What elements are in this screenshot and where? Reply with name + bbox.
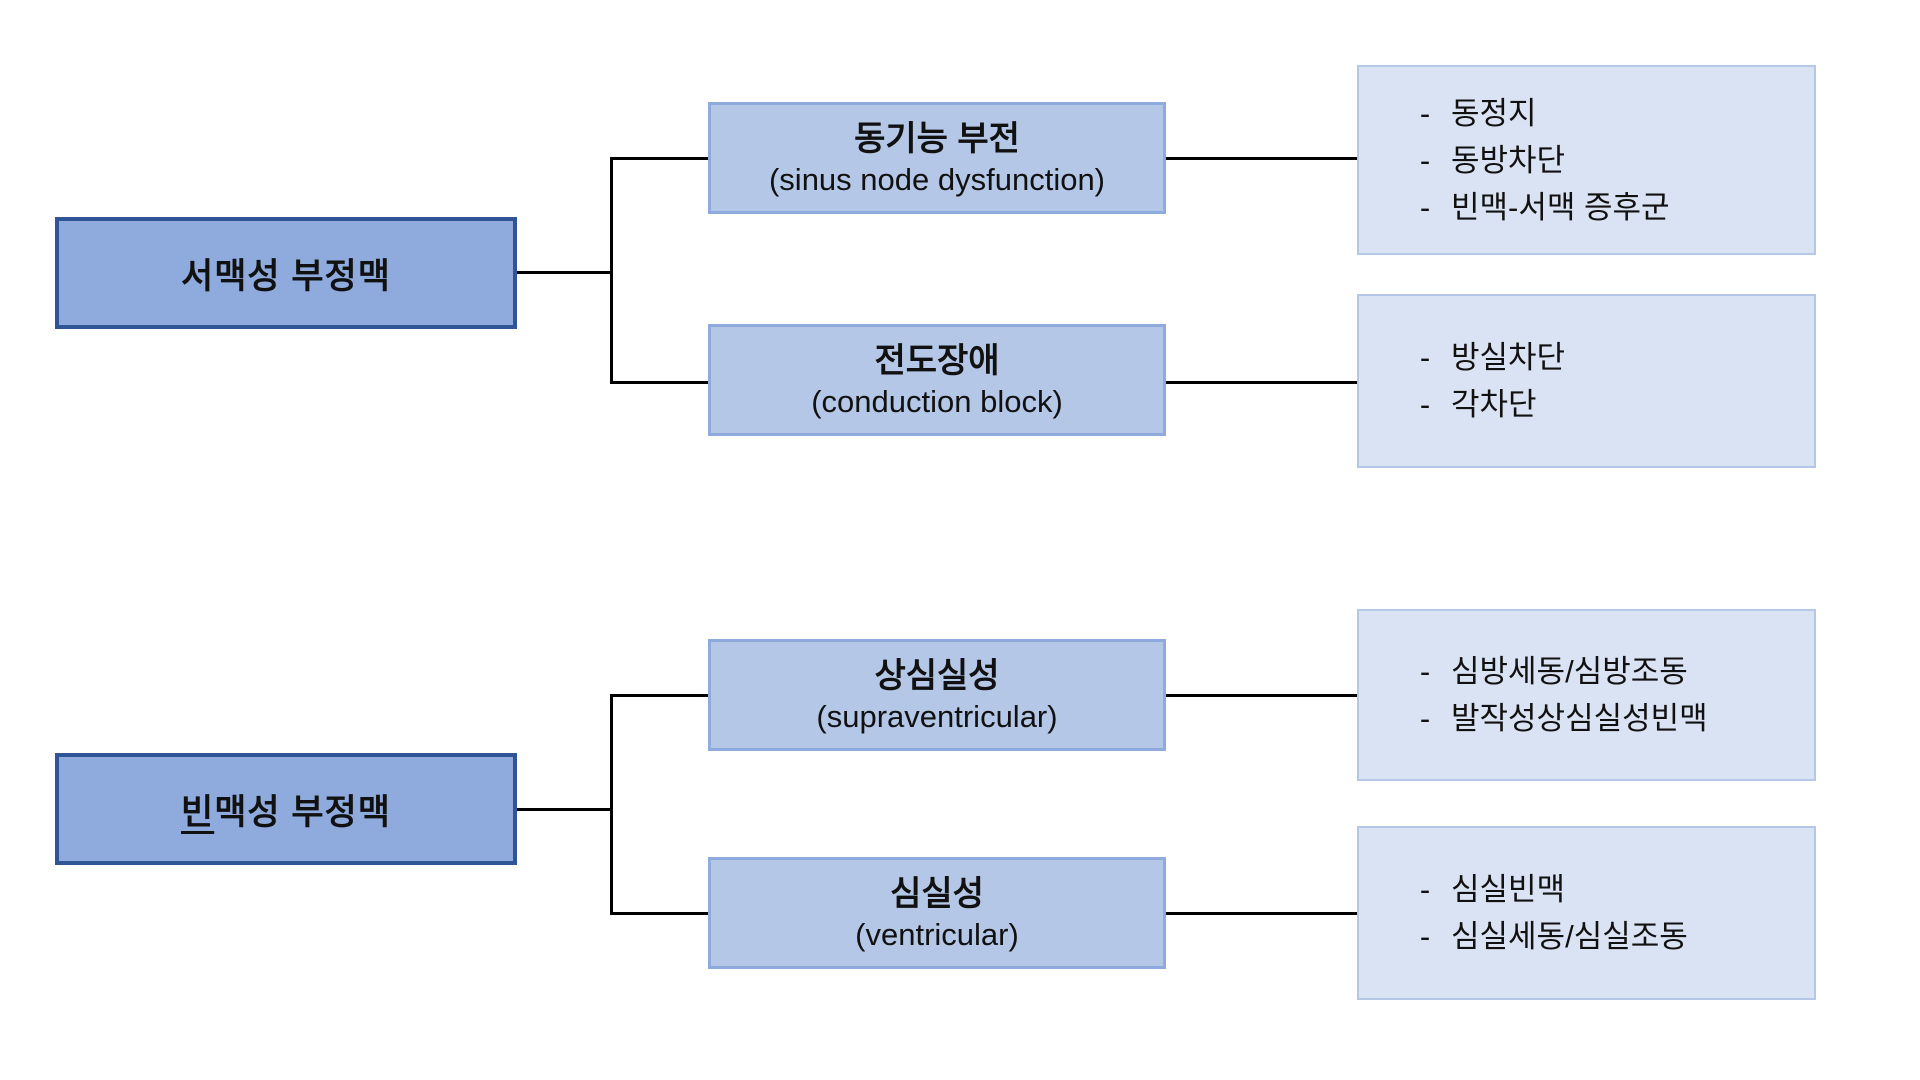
root-box-bradyarrhythmia: 서맥성 부정맥 (55, 217, 517, 329)
dash-bullet: - (1419, 701, 1431, 736)
root-label-rest: 서맥성 부정맥 (181, 256, 391, 296)
list-item-label: 각차단 (1451, 387, 1537, 422)
list-item-label: 동정지 (1451, 95, 1537, 131)
connector-line (517, 808, 612, 811)
list-item-label: 방실차단 (1451, 340, 1566, 375)
branch-box-conduction-block: 전도장애 (conduction block) (708, 324, 1166, 436)
list-item: - 빈맥-서맥 증후군 (1399, 184, 1670, 231)
list-item-label: 심방세동/심방조동 (1451, 654, 1688, 689)
dash-bullet: - (1419, 654, 1431, 689)
list-item: - 방실차단 (1399, 334, 1565, 381)
connector-line (1166, 694, 1357, 697)
root-label-rest: 맥성 부정맥 (214, 792, 391, 832)
dash-bullet: - (1419, 872, 1431, 907)
branch-subtitle: (sinus node dysfunction) (768, 161, 1106, 197)
root-box-tachyarrhythmia: 빈맥성 부정맥 (55, 753, 517, 865)
branch-subtitle: (ventricular) (855, 916, 1019, 952)
dash-bullet: - (1419, 919, 1431, 954)
list-item: - 심실세동/심실조동 (1399, 913, 1688, 960)
dash-bullet: - (1419, 340, 1431, 375)
list-item: - 동방차단 (1399, 137, 1565, 184)
connector-line (610, 157, 613, 384)
list-item: - 발작성상심실성빈맥 (1399, 695, 1708, 742)
root-label-underlined: 빈 (181, 792, 215, 832)
dash-bullet: - (1419, 189, 1431, 225)
connector-line (610, 381, 708, 384)
connector-line (1166, 381, 1357, 384)
branch-box-ventricular: 심실성 (ventricular) (708, 857, 1166, 969)
list-item: - 심방세동/심방조동 (1399, 648, 1688, 695)
list-item: - 심실빈맥 (1399, 866, 1565, 913)
list-item-label: 심실빈맥 (1451, 872, 1566, 907)
list-item: - 각차단 (1399, 381, 1537, 428)
leaf-box-supraventricular-items: - 심방세동/심방조동 - 발작성상심실성빈맥 (1357, 609, 1816, 781)
root-label: 서맥성 부정맥 (181, 248, 391, 299)
branch-title: 동기능 부전 (854, 120, 1020, 159)
dash-bullet: - (1419, 95, 1431, 131)
connector-line (610, 912, 708, 915)
branch-subtitle: (supraventricular) (816, 698, 1058, 734)
connector-line (1166, 912, 1357, 915)
root-label: 빈맥성 부정맥 (181, 784, 391, 835)
connector-line (1166, 157, 1357, 160)
leaf-box-ventricular-items: - 심실빈맥 - 심실세동/심실조동 (1357, 826, 1816, 1000)
dash-bullet: - (1419, 142, 1431, 178)
branch-box-sinus-node-dysfunction: 동기능 부전 (sinus node dysfunction) (708, 102, 1166, 214)
branch-title: 전도장애 (874, 342, 1000, 381)
connector-line (517, 271, 612, 274)
branch-subtitle: (conduction block) (811, 383, 1063, 419)
leaf-box-conduction-block-items: - 방실차단 - 각차단 (1357, 294, 1816, 468)
list-item-label: 심실세동/심실조동 (1451, 919, 1688, 954)
leaf-box-sinus-node-dysfunction-items: - 동정지 - 동방차단 - 빈맥-서맥 증후군 (1357, 65, 1816, 255)
connector-line (610, 157, 708, 160)
dash-bullet: - (1419, 387, 1431, 422)
branch-box-supraventricular: 상심실성 (supraventricular) (708, 639, 1166, 751)
list-item: - 동정지 (1399, 90, 1537, 137)
connector-line (610, 694, 708, 697)
list-item-label: 발작성상심실성빈맥 (1451, 701, 1708, 736)
connector-line (610, 694, 613, 915)
branch-title: 상심실성 (874, 657, 1000, 696)
list-item-label: 빈맥-서맥 증후군 (1451, 189, 1670, 225)
branch-title: 심실성 (890, 875, 984, 914)
list-item-label: 동방차단 (1451, 142, 1566, 178)
